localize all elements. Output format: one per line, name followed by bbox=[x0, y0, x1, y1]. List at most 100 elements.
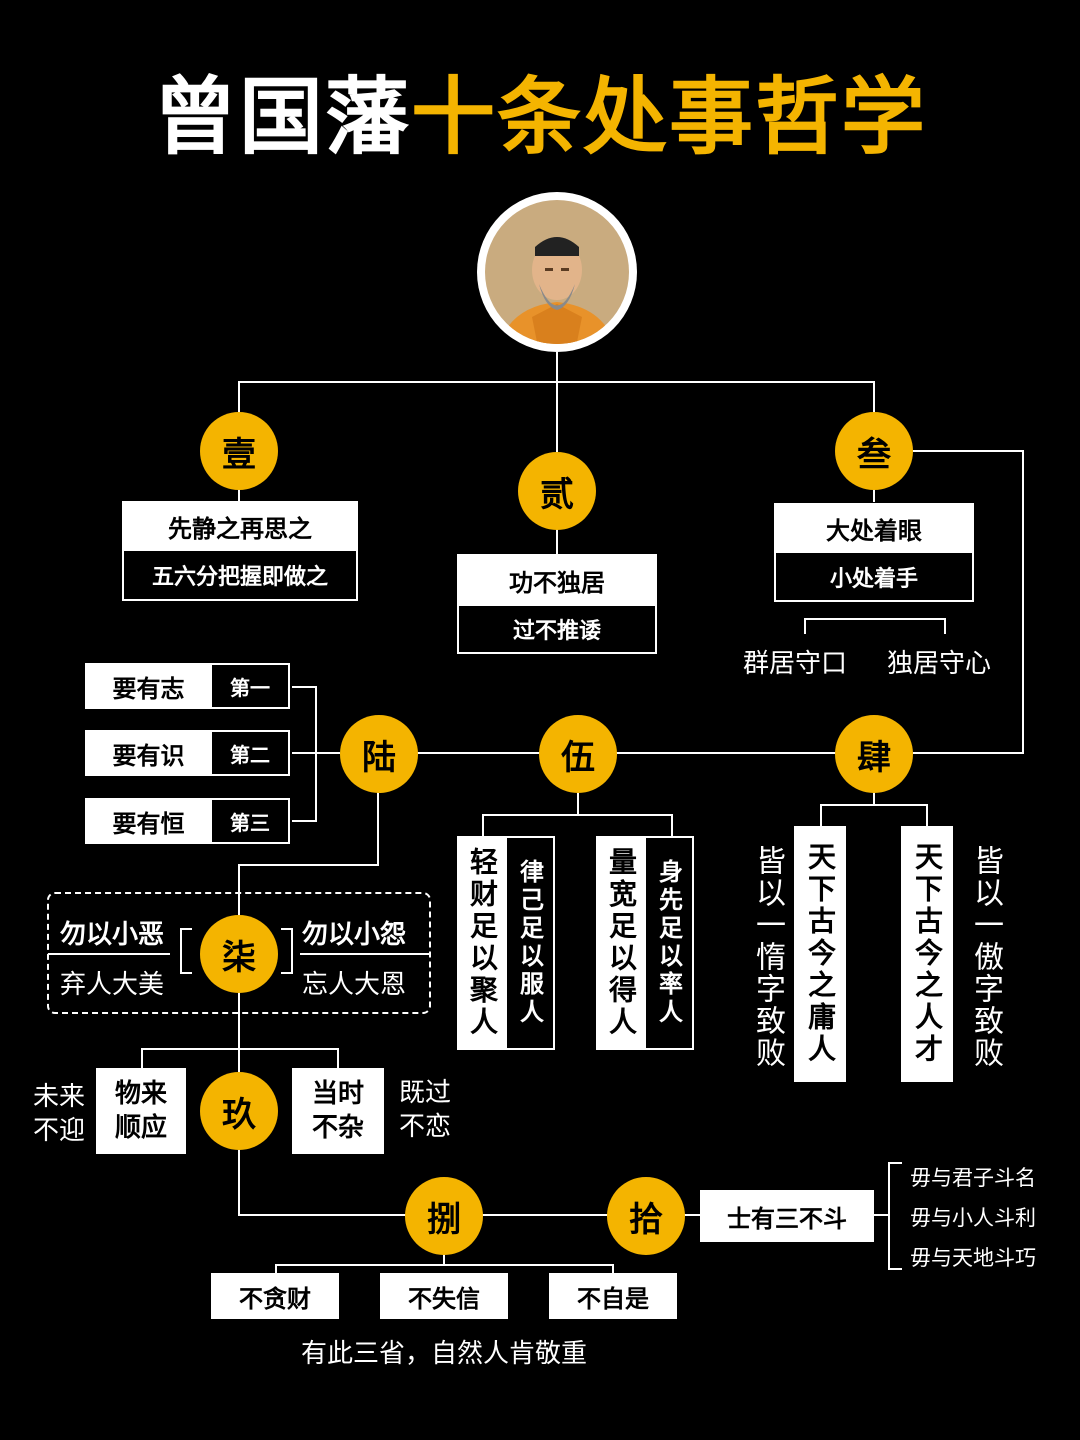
rule8-item-2: 不失信 bbox=[380, 1273, 508, 1319]
line-to-3 bbox=[873, 381, 875, 414]
rule9-outer-left-1: 未来 bbox=[32, 1082, 85, 1112]
title-part2: 十条处事哲学 bbox=[411, 68, 928, 166]
number-4-circle: 肆 bbox=[835, 715, 913, 793]
r10-bottom bbox=[888, 1268, 902, 1270]
loop-3-4-bottom bbox=[913, 752, 1024, 754]
rule6-item-1-rank: 第一 bbox=[212, 663, 290, 709]
r3-d2 bbox=[944, 618, 946, 634]
rule9-outer-right: 既过 不恋 bbox=[392, 1076, 458, 1144]
number-3-circle: 叁 bbox=[835, 412, 913, 490]
r6-vert bbox=[315, 686, 317, 822]
rule9-box-left-2: 顺应 bbox=[114, 1113, 167, 1143]
rule10-item-3: 毋与天地斗巧 bbox=[910, 1246, 1036, 1270]
rule3-bottom: 小处着手 bbox=[774, 553, 974, 602]
rule9-outer-right-1: 既过 bbox=[398, 1078, 451, 1108]
rule3-top: 大处着眼 bbox=[774, 503, 974, 553]
rule7-right-divider bbox=[300, 953, 430, 955]
top-bar-line bbox=[238, 381, 875, 383]
rule2-bottom: 过不推诿 bbox=[457, 606, 657, 654]
rule9-box-right-1: 当时 bbox=[311, 1079, 364, 1109]
r9-right-drop bbox=[337, 1048, 339, 1068]
line-6-7-h bbox=[238, 864, 379, 866]
number-7-circle: 柒 bbox=[200, 915, 278, 993]
line-2-box bbox=[556, 528, 558, 554]
rule9-box-right-2: 不杂 bbox=[311, 1113, 364, 1143]
rule6-item-1-label: 要有志 bbox=[85, 663, 212, 709]
rule7-left-bracket-t bbox=[180, 928, 192, 930]
number-9-circle: 玖 bbox=[200, 1072, 278, 1150]
rule9-outer-left-2: 不迎 bbox=[32, 1116, 85, 1146]
rule5-col3: 量宽足以得人 bbox=[596, 836, 646, 1050]
r5-d1 bbox=[482, 814, 484, 836]
r6-h3 bbox=[292, 820, 317, 822]
rule7-left-bottom: 弃人大美 bbox=[60, 970, 165, 1000]
rule9-box-left: 物来 顺应 bbox=[96, 1068, 186, 1154]
r10-vert bbox=[888, 1162, 890, 1270]
rule5-col2: 律己足以服人 bbox=[507, 836, 555, 1050]
rule7-left-bracket-v bbox=[180, 928, 182, 974]
rule9-outer-left: 未来 不迎 bbox=[28, 1080, 90, 1148]
rule7-right-bracket-b bbox=[281, 972, 293, 974]
rule5-col4: 身先足以率人 bbox=[646, 836, 694, 1050]
r4-d2 bbox=[926, 804, 928, 826]
trunk-line bbox=[556, 352, 558, 452]
rule10-main: 士有三不斗 bbox=[700, 1190, 874, 1242]
line-8-down bbox=[443, 1254, 445, 1266]
rule3-right: 独居守心 bbox=[887, 649, 992, 679]
r8-d1 bbox=[275, 1264, 277, 1274]
rule7-left-top: 勿以小恶 bbox=[60, 920, 165, 950]
r8-bar bbox=[275, 1264, 614, 1266]
rule3-left: 群居守口 bbox=[743, 649, 848, 679]
rule10-item-1: 毋与君子斗名 bbox=[910, 1166, 1036, 1190]
rule4-col1: 皆以一惰字致败 bbox=[750, 845, 785, 1069]
rule4-col3: 天下古今之人才 bbox=[901, 826, 953, 1082]
rule7-right-bracket-v bbox=[291, 928, 293, 974]
rule7-right-bracket-t bbox=[281, 928, 293, 930]
rule6-item-3-rank: 第三 bbox=[212, 798, 290, 844]
portrait-frame bbox=[477, 192, 637, 352]
r8-d3 bbox=[612, 1264, 614, 1274]
rule9-outer-right-2: 不恋 bbox=[398, 1112, 451, 1142]
loop-3-4-right bbox=[1022, 450, 1024, 754]
r9-left-drop bbox=[141, 1048, 143, 1068]
rule8-footer: 有此三省，自然人肯敬重 bbox=[300, 1339, 587, 1369]
rule7-left-bracket-b bbox=[180, 972, 192, 974]
rule6-item-2-label: 要有识 bbox=[85, 730, 212, 776]
rule8-item-1: 不贪财 bbox=[211, 1273, 339, 1319]
line-6-7-v bbox=[238, 864, 240, 916]
r10-top bbox=[888, 1162, 902, 1164]
r6-h1 bbox=[292, 686, 317, 688]
rule2-top: 功不独居 bbox=[457, 554, 657, 606]
title-part1: 曾国藩 bbox=[152, 68, 411, 166]
line-to-1 bbox=[238, 381, 240, 414]
r10-stub bbox=[874, 1214, 890, 1216]
rule10-item-2: 毋与小人斗利 bbox=[910, 1206, 1036, 1230]
r3-d1 bbox=[804, 618, 806, 634]
number-1-circle: 壹 bbox=[200, 412, 278, 490]
number-5-circle: 伍 bbox=[539, 715, 617, 793]
rule7-left-divider bbox=[48, 953, 170, 955]
line-5-down bbox=[577, 792, 579, 816]
rule4-col2: 天下古今之庸人 bbox=[794, 826, 846, 1082]
number-6-circle: 陆 bbox=[340, 715, 418, 793]
line-9-down bbox=[238, 1150, 240, 1216]
middle-row-line bbox=[417, 752, 837, 754]
line-1-box bbox=[238, 488, 240, 502]
line-3-box bbox=[873, 488, 875, 502]
rule9-box-left-1: 物来 bbox=[114, 1079, 167, 1109]
rule9-box-right: 当时 不杂 bbox=[292, 1068, 384, 1154]
number-8-circle: 捌 bbox=[405, 1177, 483, 1255]
zeng-guofan-portrait-icon bbox=[485, 200, 629, 344]
loop-3-4-top bbox=[913, 450, 1024, 452]
number-10-circle: 拾 bbox=[607, 1177, 685, 1255]
r4-d1 bbox=[820, 804, 822, 826]
rule5-col1: 轻财足以聚人 bbox=[457, 836, 507, 1050]
rule7-right-bottom: 忘人大恩 bbox=[302, 970, 407, 1000]
rule1-bottom: 五六分把握即做之 bbox=[122, 551, 358, 601]
rule4-col4: 皆以一傲字致败 bbox=[968, 845, 1003, 1069]
r9-bar bbox=[141, 1048, 339, 1050]
line-6-down bbox=[377, 792, 379, 866]
rule6-item-2-rank: 第二 bbox=[212, 730, 290, 776]
number-2-circle: 贰 bbox=[518, 452, 596, 530]
rule6-item-3-label: 要有恒 bbox=[85, 798, 212, 844]
